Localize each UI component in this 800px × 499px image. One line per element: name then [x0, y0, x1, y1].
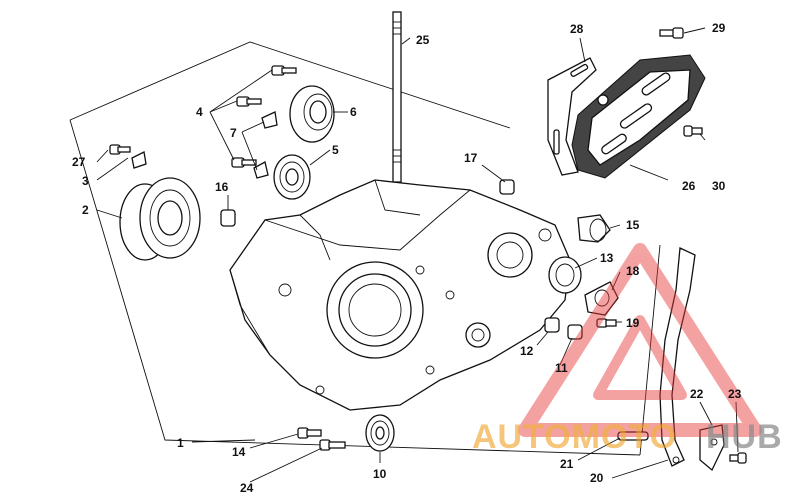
bearing-6: [289, 85, 335, 143]
seal-13: [548, 256, 582, 294]
callout-10: 10: [373, 467, 387, 481]
cover-26: [571, 54, 706, 179]
callout-12: 12: [520, 344, 534, 358]
callout-11: 11: [555, 361, 568, 375]
callout-28: 28: [570, 22, 584, 36]
callout-3: 3: [82, 174, 89, 188]
plate-18: [584, 281, 619, 316]
callout-22: 22: [690, 387, 704, 401]
assembly-frame: [69, 41, 661, 456]
bracket-28: [547, 57, 597, 176]
callout-labels: 1 2 3 4 5 6 7 10 11 12 13 14 15 16 17 18…: [72, 21, 742, 495]
callout-14: 14: [232, 445, 246, 459]
fasteners-upper-left: [109, 65, 297, 179]
chain-guide-20: [659, 247, 696, 467]
watermark-logo: AUTOMOTO HUB: [472, 243, 783, 456]
callout-25: 25: [416, 33, 430, 47]
bushing-15: [577, 214, 611, 243]
crankcase-half: [229, 179, 571, 411]
callout-17: 17: [464, 151, 478, 165]
watermark-text-automoto: AUTOMOTO: [472, 418, 677, 456]
bracket-22: [699, 424, 725, 472]
leader-lines: [96, 27, 739, 483]
callout-30: 30: [712, 179, 726, 193]
callout-19: 19: [626, 316, 640, 330]
callout-16: 16: [215, 180, 229, 194]
callout-4: 4: [196, 105, 203, 119]
callout-6: 6: [350, 105, 357, 119]
bearing-2: [119, 177, 201, 261]
callout-18: 18: [626, 264, 640, 278]
callout-24: 24: [240, 481, 254, 495]
bolts-lower: [297, 427, 346, 451]
callout-5: 5: [332, 143, 339, 157]
callout-27: 27: [72, 155, 86, 169]
dowel-pins: [220, 179, 583, 340]
stud-25: [392, 11, 402, 183]
callout-15: 15: [626, 218, 640, 232]
watermark-text-hub: HUB: [706, 418, 783, 456]
callout-26: 26: [682, 179, 696, 193]
callout-13: 13: [600, 251, 614, 265]
bolt-23: [729, 452, 747, 464]
callout-1: 1: [177, 436, 184, 450]
callout-21: 21: [560, 457, 574, 471]
bearing-10: [365, 414, 395, 452]
bolt-19: [596, 318, 617, 328]
callout-2: 2: [82, 203, 89, 217]
watermark-triangle-outer: [518, 243, 762, 437]
callout-23: 23: [728, 387, 742, 401]
callout-29: 29: [712, 21, 726, 35]
bearing-5: [273, 154, 311, 200]
watermark-triangle-inner: [593, 315, 687, 400]
callout-7: 7: [230, 126, 237, 140]
dowel-21: [617, 431, 649, 441]
bolts-cover: [659, 27, 703, 137]
callout-20: 20: [590, 471, 604, 485]
